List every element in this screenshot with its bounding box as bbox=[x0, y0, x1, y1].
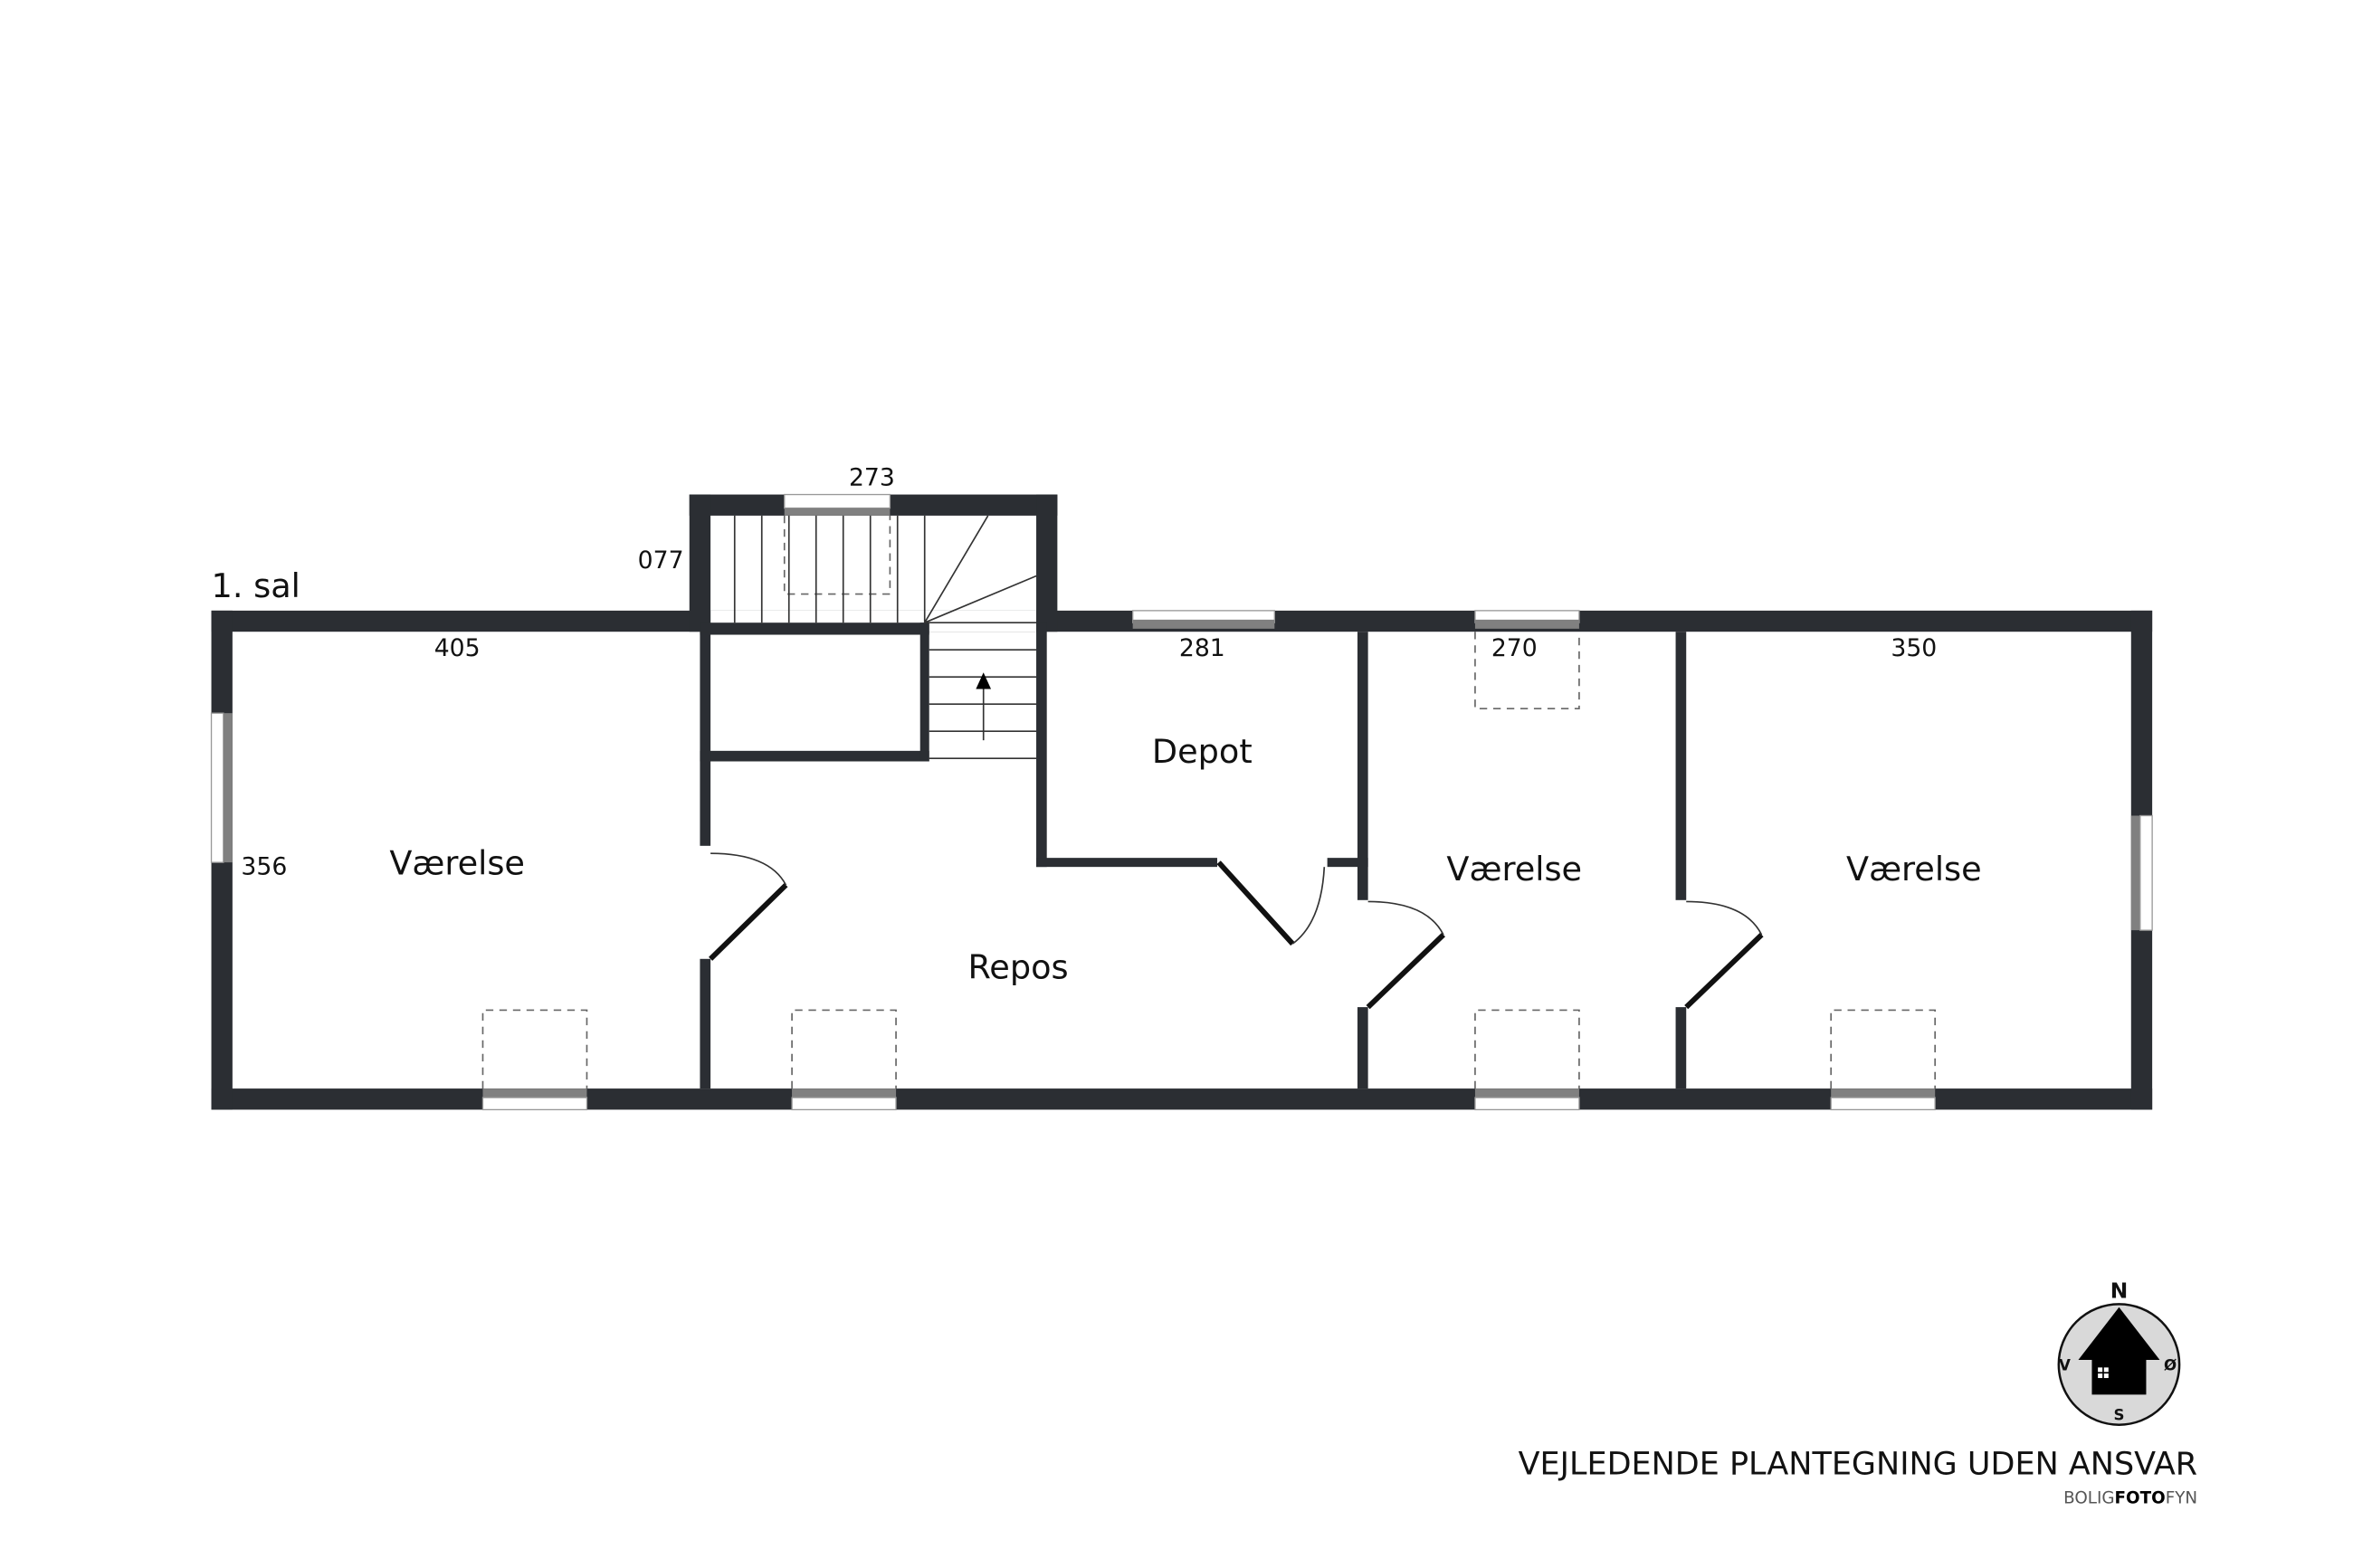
room-label-middle: Værelse bbox=[1446, 850, 1582, 889]
room-label-depot: Depot bbox=[1152, 732, 1253, 771]
floor-label: 1. sal bbox=[212, 566, 300, 605]
dimension-right-room-width: 350 bbox=[1891, 634, 1937, 662]
compass-north: N bbox=[2110, 1279, 2129, 1304]
stair-direction-arrow-icon bbox=[976, 672, 992, 689]
dimension-left-room-height: 356 bbox=[241, 852, 287, 880]
doors bbox=[709, 852, 1764, 1010]
dimension-left-room-width: 405 bbox=[434, 634, 481, 662]
dimension-depot-width: 281 bbox=[1179, 634, 1225, 662]
compass-south: S bbox=[2113, 1407, 2124, 1424]
walls bbox=[211, 494, 2153, 1110]
room-label-left: Værelse bbox=[389, 843, 525, 882]
windows bbox=[210, 493, 2153, 1111]
brand-part1: BOLIG bbox=[2063, 1488, 2114, 1507]
disclaimer: VEJLEDENDE PLANTEGNING UDEN ANSVAR bbox=[1519, 1447, 2197, 1483]
brand-part2: FOTO bbox=[2115, 1488, 2166, 1507]
compass-east: Ø bbox=[2164, 1357, 2177, 1374]
staircase bbox=[733, 515, 1037, 760]
compass-icon: N S V Ø bbox=[2057, 1279, 2181, 1426]
room-label-right: Værelse bbox=[1846, 850, 1982, 889]
dimension-stair-side: 077 bbox=[638, 546, 684, 575]
room-label-landing: Repos bbox=[967, 947, 1068, 986]
compass-west: V bbox=[2059, 1357, 2071, 1374]
dimension-stair-top: 273 bbox=[849, 464, 895, 492]
skylights bbox=[481, 515, 1937, 1089]
brand-logo: BOLIGFOTOFYN bbox=[2063, 1488, 2197, 1507]
brand-part3: FYN bbox=[2166, 1488, 2197, 1507]
dimension-middle-room-width: 270 bbox=[1491, 634, 1538, 662]
